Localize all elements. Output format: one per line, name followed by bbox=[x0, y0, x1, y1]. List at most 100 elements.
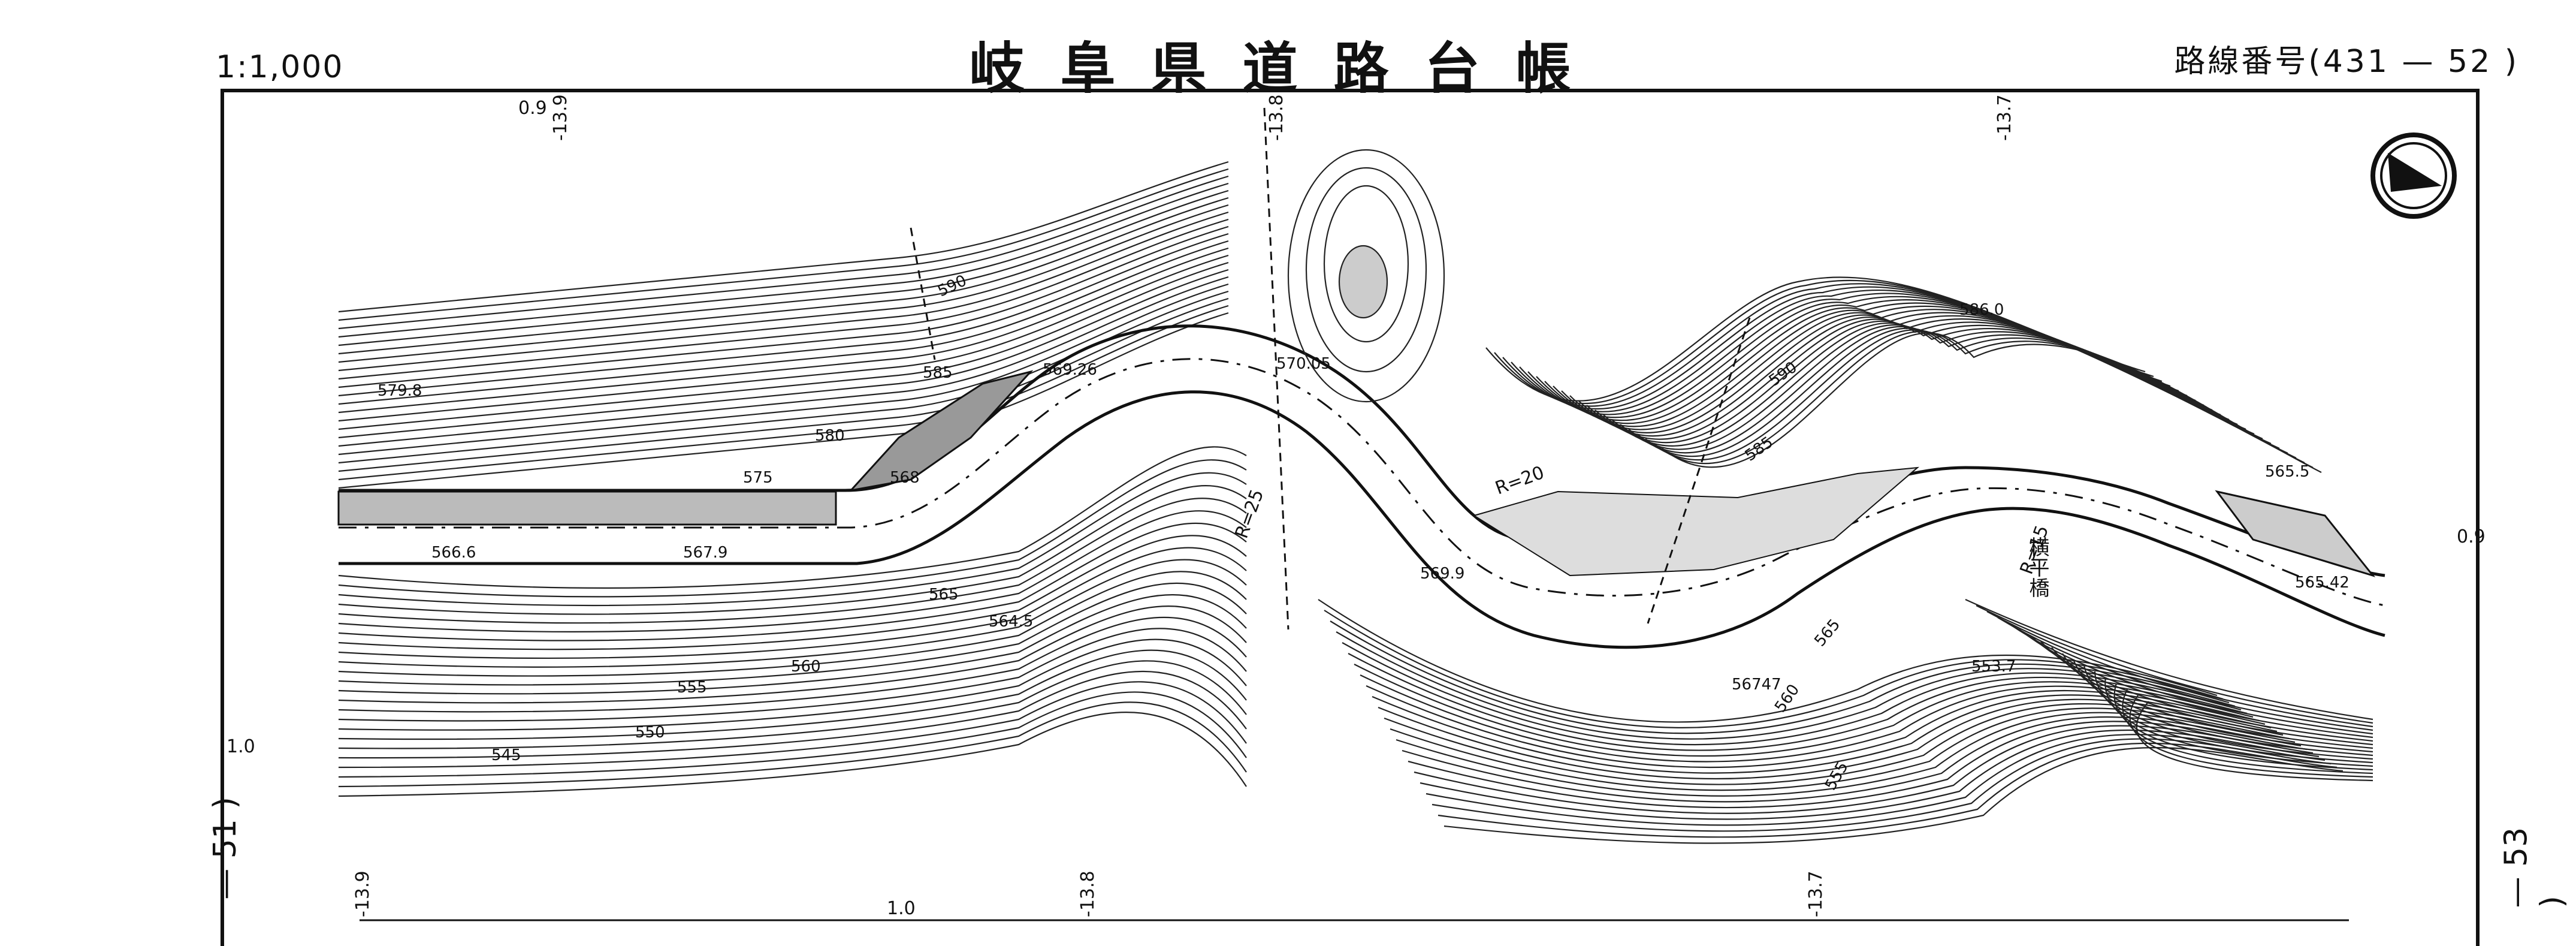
contour-565-b: 565 bbox=[1811, 616, 1844, 650]
contour-line bbox=[338, 522, 1247, 641]
contour-line bbox=[1997, 617, 2373, 731]
contour-line bbox=[1336, 631, 2236, 740]
dotted-bridge-area bbox=[1472, 466, 1920, 577]
contour-line bbox=[338, 701, 1247, 788]
contour-line bbox=[1390, 707, 2290, 791]
contour-line bbox=[2094, 671, 2373, 764]
contour-line bbox=[338, 559, 1247, 668]
contour-line bbox=[1426, 734, 2326, 826]
contour-line bbox=[1402, 716, 2302, 803]
marker-13-9-top: -13.9 bbox=[550, 94, 571, 141]
contour-line bbox=[338, 254, 1229, 422]
contour-line bbox=[338, 712, 1247, 797]
contour-line bbox=[338, 269, 1229, 439]
marker-13-8-top: -13.8 bbox=[1266, 94, 1287, 141]
contour-545: 545 bbox=[491, 746, 521, 764]
contour-line bbox=[2072, 659, 2373, 757]
contour-line bbox=[1662, 332, 2322, 473]
map-frame bbox=[221, 89, 2480, 946]
contour-line bbox=[1443, 747, 2344, 844]
contour-590-a: 590 bbox=[935, 272, 970, 300]
map-scale: 1:1,000 bbox=[216, 49, 344, 85]
elev-564-5: 564.5 bbox=[989, 613, 1033, 631]
contour-line bbox=[338, 168, 1229, 321]
contour-line bbox=[1965, 598, 2373, 721]
contour-line bbox=[338, 638, 1247, 731]
elev-586-0: 586.0 bbox=[1959, 301, 2004, 319]
contour-line bbox=[1354, 664, 2254, 757]
road-edge-south bbox=[339, 390, 2385, 649]
contour-line bbox=[1432, 738, 2332, 832]
contour-575: 575 bbox=[743, 469, 773, 487]
contour-line bbox=[338, 446, 1247, 589]
station-line-1 bbox=[1263, 107, 1289, 630]
elev-553-7: 553.7 bbox=[1971, 658, 2016, 676]
contour-line bbox=[338, 649, 1247, 740]
contour-line bbox=[338, 670, 1247, 759]
contour-line bbox=[338, 616, 1247, 713]
contour-line bbox=[338, 605, 1247, 704]
elev-565-42: 565.42 bbox=[2295, 574, 2349, 592]
contour-585-a: 585 bbox=[923, 364, 953, 382]
contour-line bbox=[1378, 698, 2278, 780]
contour-line bbox=[338, 175, 1229, 330]
contour-line bbox=[338, 594, 1247, 695]
contour-line bbox=[338, 660, 1247, 749]
elev-567-9: 567.9 bbox=[683, 544, 727, 562]
marker-13-7-top: -13.7 bbox=[1994, 94, 2015, 141]
contour-line bbox=[1611, 322, 2272, 447]
edge-markers: 0.9 -13.9 -13.8 -13.7 1.0 0.9 -13.9 1.0 … bbox=[227, 94, 2486, 919]
contour-line bbox=[2008, 623, 2373, 735]
contour-line bbox=[338, 571, 1247, 677]
contour-line bbox=[338, 485, 1247, 615]
contour-line bbox=[2113, 683, 2373, 771]
hatched-parking bbox=[337, 490, 837, 526]
contour-line bbox=[338, 535, 1247, 650]
elev-569-26: 569.26 bbox=[1043, 361, 1097, 379]
radius-r20: R=20 bbox=[1493, 462, 1547, 499]
marker-0-9-top: 0.9 bbox=[518, 98, 547, 119]
contour-line bbox=[2083, 665, 2373, 760]
road-edge-north bbox=[339, 324, 2385, 577]
contour-line bbox=[1645, 329, 2305, 463]
crosshatch-area bbox=[2215, 490, 2376, 577]
station-line-2 bbox=[910, 227, 936, 360]
elev-56747: 56747 bbox=[1732, 676, 1781, 694]
contour-line bbox=[338, 472, 1247, 606]
map-labels: 579.8 566.6 567.9 569.26 570.05 564.5 56… bbox=[378, 272, 2349, 793]
elev-579-8: 579.8 bbox=[378, 382, 422, 400]
contour-line bbox=[338, 681, 1247, 769]
marker-1-0-bottom: 1.0 bbox=[887, 898, 916, 919]
contour-line bbox=[338, 691, 1247, 778]
route-number: 路線番号(431 — 52 ) bbox=[2174, 44, 2519, 80]
contour-line bbox=[1636, 327, 2297, 459]
contour-560-a: 560 bbox=[791, 658, 821, 676]
contour-565-a: 565 bbox=[929, 586, 959, 604]
contour-line bbox=[2129, 695, 2373, 778]
north-arrow-icon bbox=[2370, 132, 2457, 219]
marker-13-8-bottom: -13.8 bbox=[1077, 870, 1098, 917]
station-line-3 bbox=[1647, 317, 1751, 624]
contour-555-a: 555 bbox=[677, 679, 707, 697]
contour-line bbox=[2104, 677, 2373, 767]
hilltop bbox=[1287, 149, 1445, 403]
contour-550: 550 bbox=[635, 724, 665, 742]
marker-1-0-left: 1.0 bbox=[227, 736, 255, 757]
hatched-slope bbox=[848, 370, 1034, 492]
elev-566-6: 566.6 bbox=[431, 544, 476, 562]
bridge-name: 横平橋 bbox=[2025, 537, 2049, 598]
road-centerline bbox=[339, 358, 2385, 607]
contour-line bbox=[1366, 685, 2266, 769]
contour-line bbox=[1324, 610, 2224, 728]
contour-line bbox=[338, 498, 1247, 624]
contour-line bbox=[1628, 326, 2288, 454]
contour-line bbox=[338, 459, 1247, 598]
contour-568: 568 bbox=[890, 469, 920, 487]
contour-line bbox=[1414, 725, 2314, 814]
contour-line bbox=[2019, 629, 2373, 739]
radius-r25: R=25 bbox=[1231, 487, 1269, 541]
contour-line bbox=[338, 312, 1229, 489]
marker-0-9-right: 0.9 bbox=[2457, 526, 2486, 547]
contour-line bbox=[1976, 605, 2373, 724]
elev-570-05: 570.05 bbox=[1276, 355, 1331, 373]
